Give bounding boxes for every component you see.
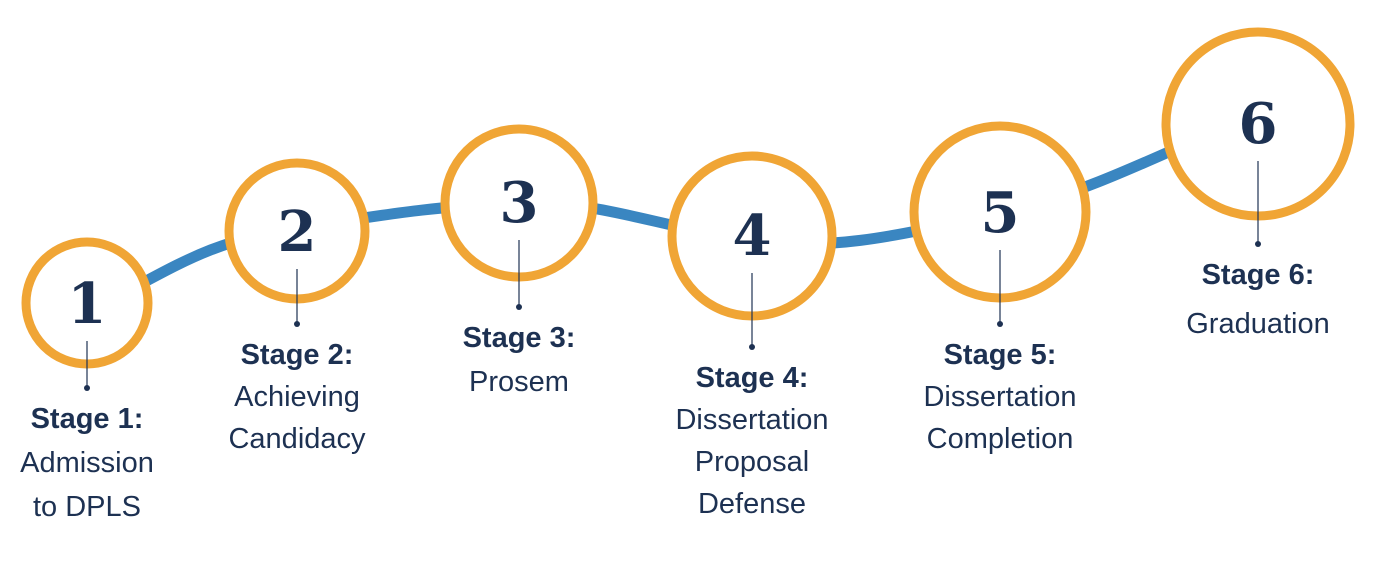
stage-1-desc-line: to DPLS: [33, 491, 141, 523]
stage-1-desc-line: Admission: [20, 447, 154, 479]
stage-3-title: Stage 3:: [463, 322, 576, 354]
stage-5-desc-line: Dissertation: [923, 381, 1076, 413]
stage-3-connector-dot: [516, 304, 522, 310]
stage-2-desc-line: Achieving: [234, 381, 360, 413]
stage-2-connector-dot: [294, 321, 300, 327]
stage-5-connector-dot: [997, 321, 1003, 327]
stage-4-title: Stage 4:: [696, 362, 809, 394]
stage-5-number: 5: [981, 180, 1020, 246]
stage-2-number: 2: [278, 199, 317, 265]
stage-6-title: Stage 6:: [1202, 259, 1315, 291]
stage-1-connector-dot: [84, 385, 90, 391]
stage-4-connector-dot: [749, 344, 755, 350]
stage-4-number: 4: [733, 203, 772, 269]
stage-4-desc-line: Proposal: [695, 446, 809, 478]
stage-2-title: Stage 2:: [241, 339, 354, 371]
stage-6-connector-dot: [1255, 241, 1261, 247]
stage-1-number: 1: [68, 271, 107, 337]
stage-4-desc-line: Defense: [698, 488, 806, 520]
stage-3-desc-line: Prosem: [469, 366, 569, 398]
stage-5-title: Stage 5:: [944, 339, 1057, 371]
stage-2-desc-line: Candidacy: [228, 423, 366, 455]
stage-5-desc-line: Completion: [927, 423, 1074, 455]
stage-3-number: 3: [500, 170, 539, 236]
stage-4-desc-line: Dissertation: [675, 404, 828, 436]
stage-1-title: Stage 1:: [31, 403, 144, 435]
stage-6-desc-line: Graduation: [1186, 308, 1330, 340]
stage-6-number: 6: [1239, 91, 1278, 157]
